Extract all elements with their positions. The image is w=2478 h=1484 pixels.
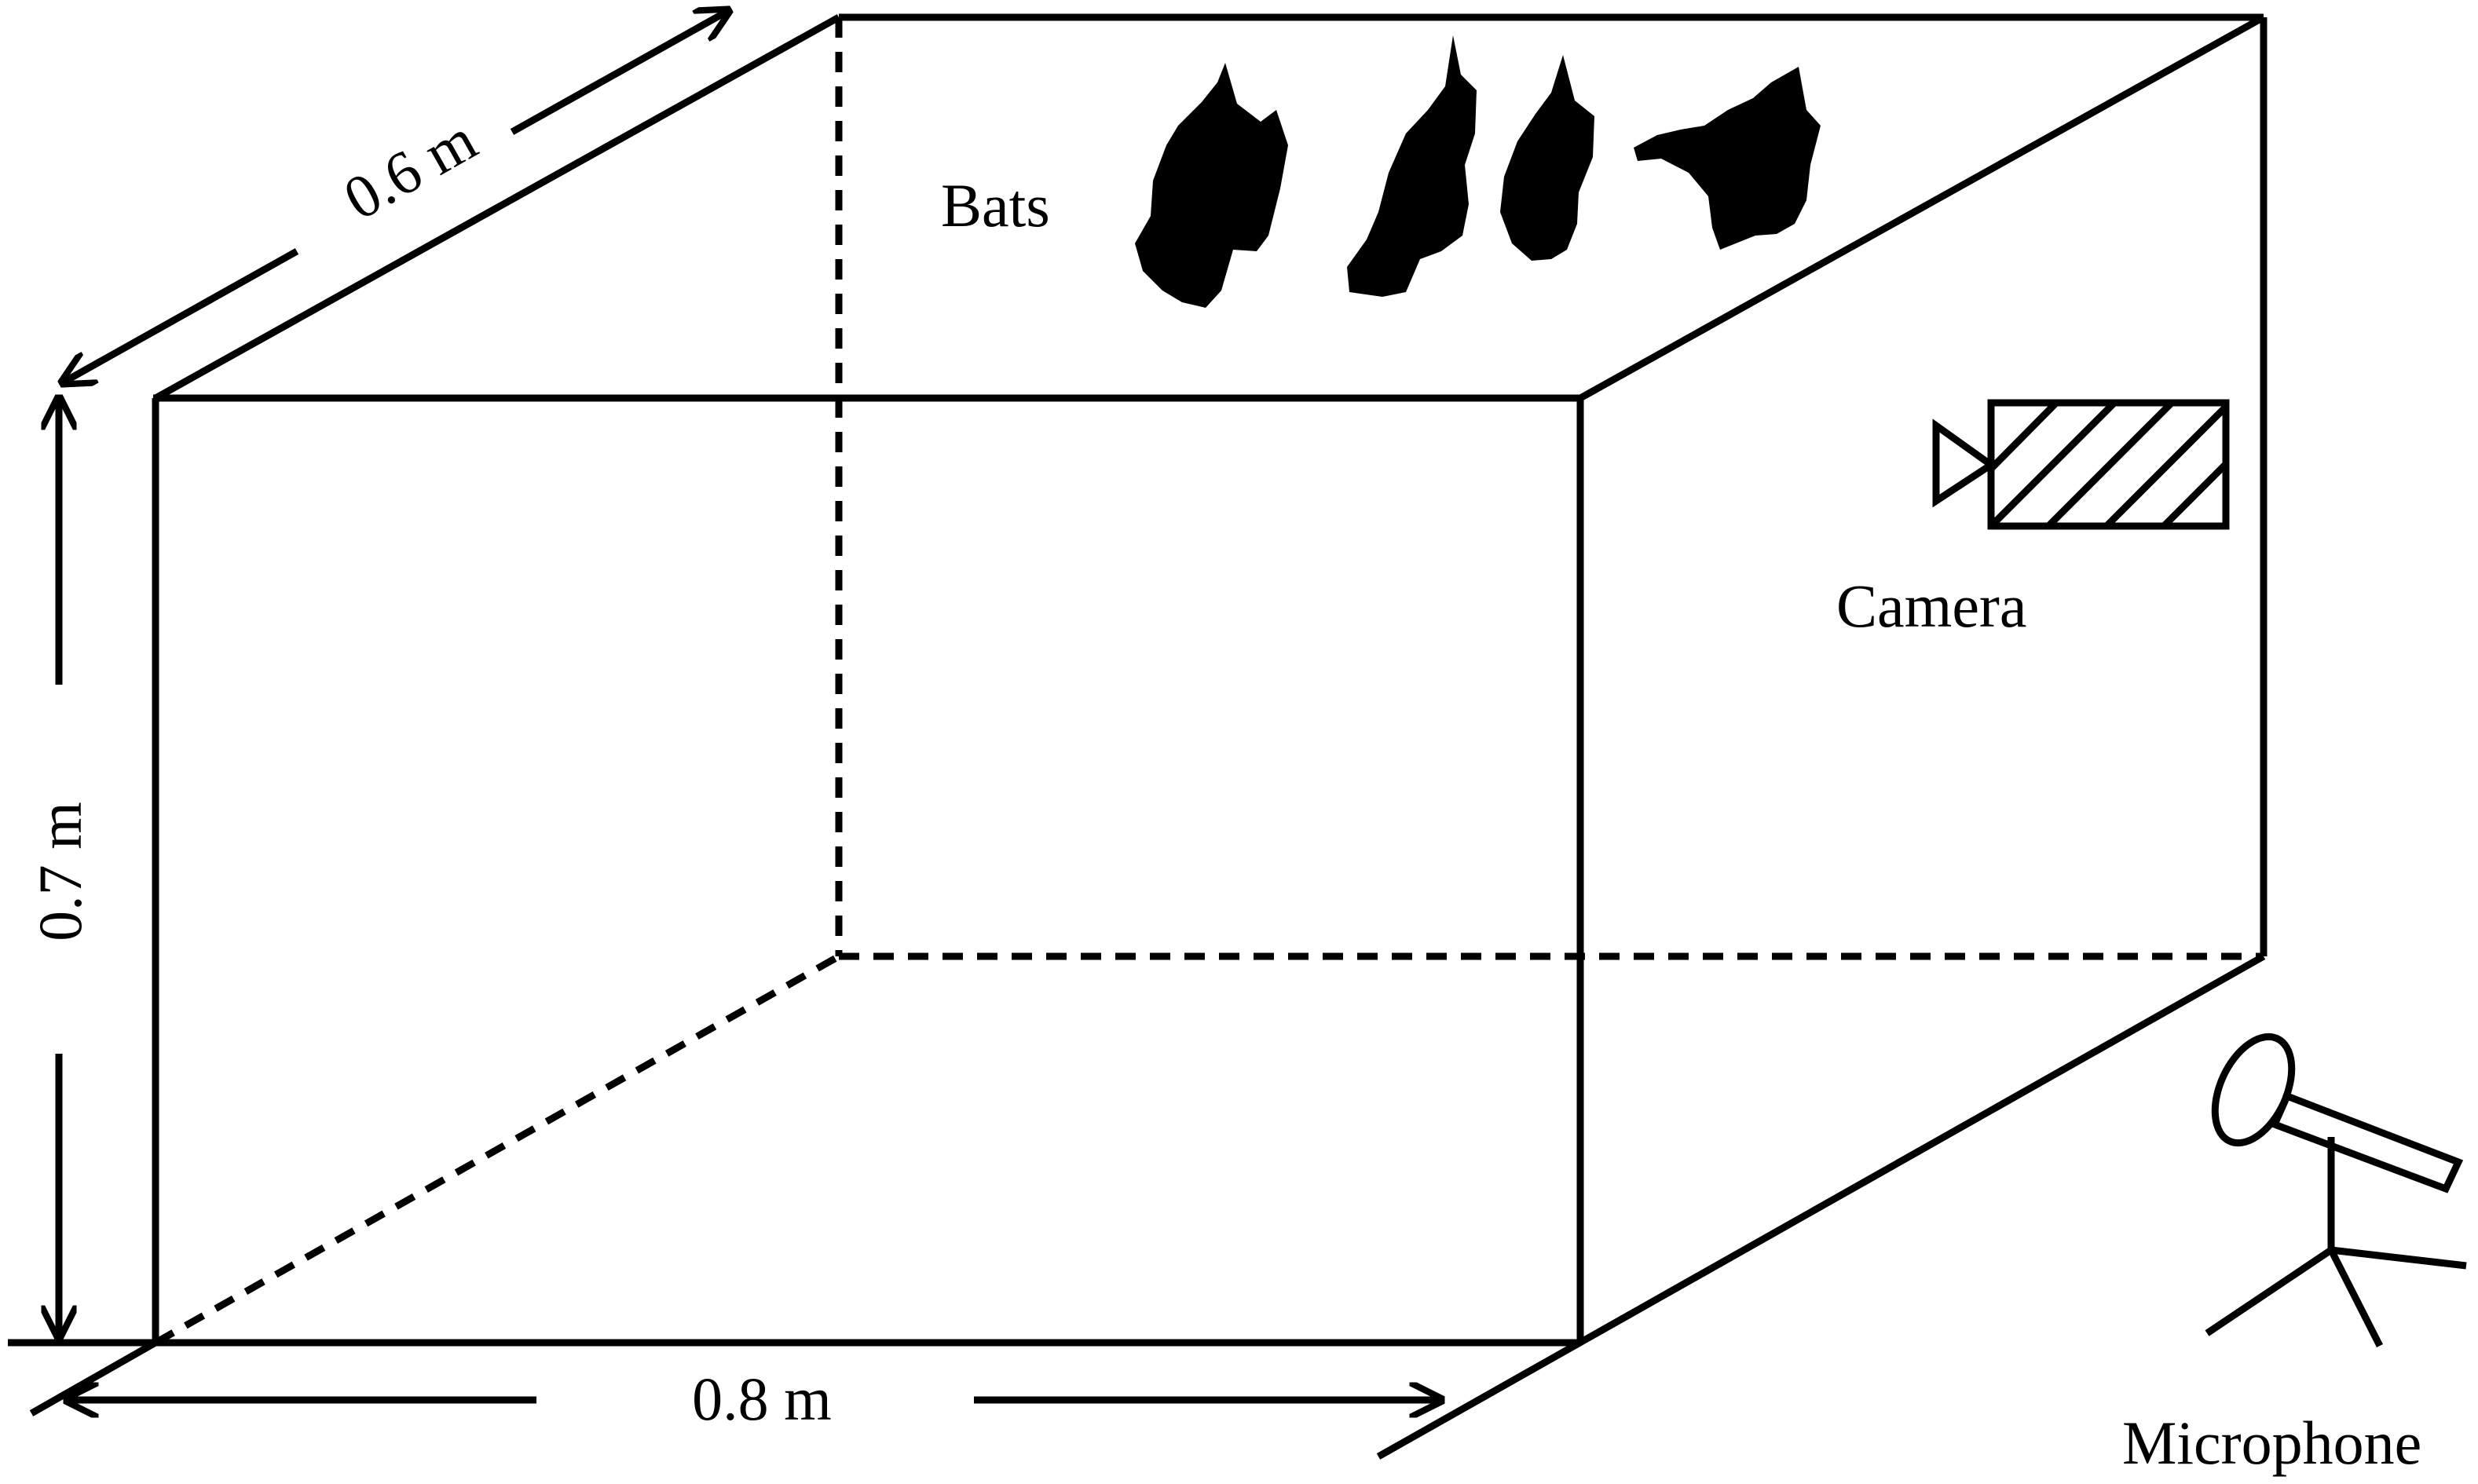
microphone-label: Microphone <box>2122 1409 2421 1477</box>
bat-icon <box>1347 35 1477 297</box>
camera-label: Camera <box>1836 572 2027 640</box>
depth-arrow-upper <box>510 12 727 135</box>
depth-dimension: 0.6 m <box>64 12 727 382</box>
bat-icon <box>1634 67 1821 250</box>
hidden-edges <box>153 17 2264 1346</box>
bat-icon <box>1500 55 1594 261</box>
height-label: 0.7 m <box>26 802 94 941</box>
top-right-edge <box>1578 14 2266 401</box>
width-label: 0.8 m <box>692 1365 832 1433</box>
microphone-icon <box>2205 1033 2467 1348</box>
bat-icon <box>1135 63 1288 308</box>
microphone-handle <box>2269 1091 2464 1193</box>
width-dimension: 0.8 m <box>69 1365 1439 1433</box>
microphone-head <box>2211 1033 2296 1147</box>
camera-lens <box>1932 419 1997 508</box>
bottom-right-edge <box>1376 953 2266 1460</box>
camera-icon <box>1932 399 2230 530</box>
top-left-edge <box>153 14 841 401</box>
camera-hatching <box>1988 400 2229 529</box>
bats-label: Bats <box>941 171 1050 239</box>
depth-label: 0.6 m <box>332 104 487 232</box>
hidden-bottom-left <box>153 953 841 1346</box>
depth-arrow-lower <box>64 248 299 382</box>
microphone-stand-leg-right <box>2330 1246 2467 1270</box>
enclosure-box <box>8 13 2268 1460</box>
height-dimension: 0.7 m <box>26 400 94 1335</box>
bats-group <box>1135 35 1821 308</box>
microphone-stand-leg-left <box>2205 1247 2333 1336</box>
microphone-stand-leg-back <box>2327 1248 2384 1348</box>
floor-left-extension <box>29 1340 158 1416</box>
